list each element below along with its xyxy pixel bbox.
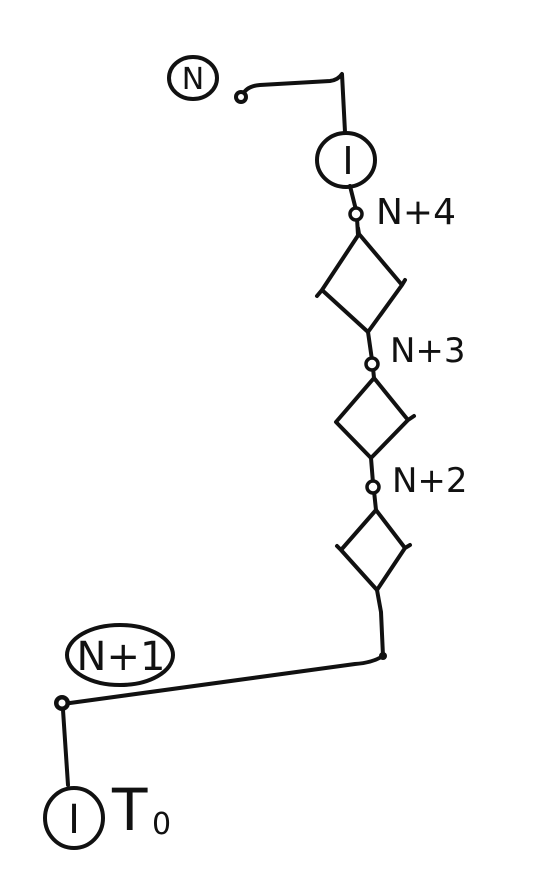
node-n-circle [167,55,219,101]
source-bottom-symbol: I [68,797,80,843]
node-n2-label: N+2 [392,461,468,501]
node-n3-dot [364,356,380,372]
node-n3-label: N+3 [390,331,466,371]
source-top-symbol: I [342,139,353,183]
source-bottom: I T 0 [43,776,171,850]
node-n: N [167,55,219,101]
node-n1-dot [54,695,70,711]
source-bottom-circle [43,786,105,850]
wire-n-to-top [240,72,347,134]
wire-source-top-to-n4 [348,184,358,212]
wire-diamond2-to-n2 [369,456,375,485]
corner-dot [379,652,387,660]
diamond-component-3 [335,508,412,592]
diamond-component-2 [334,376,416,460]
node-n1-circle [65,623,175,687]
node-n4-label: N+4 [376,192,456,233]
source-top-circle [315,131,377,189]
node-n1-label: N+1 [77,634,166,680]
wire-diamond3-to-corner [375,588,385,658]
node-n1: N+1 [65,623,175,687]
wire-n1-to-source-bottom [61,708,70,787]
wire-diamond1-to-n3 [366,330,374,362]
node-n4-dot [348,206,364,222]
node-n-label: N [182,62,204,97]
node-n-dot [234,90,248,104]
source-bottom-subscript: 0 [152,807,171,842]
source-bottom-label: T [111,776,148,844]
source-top: I [315,131,377,189]
diamond-component-1 [315,226,407,334]
node-n2-dot [365,479,381,495]
